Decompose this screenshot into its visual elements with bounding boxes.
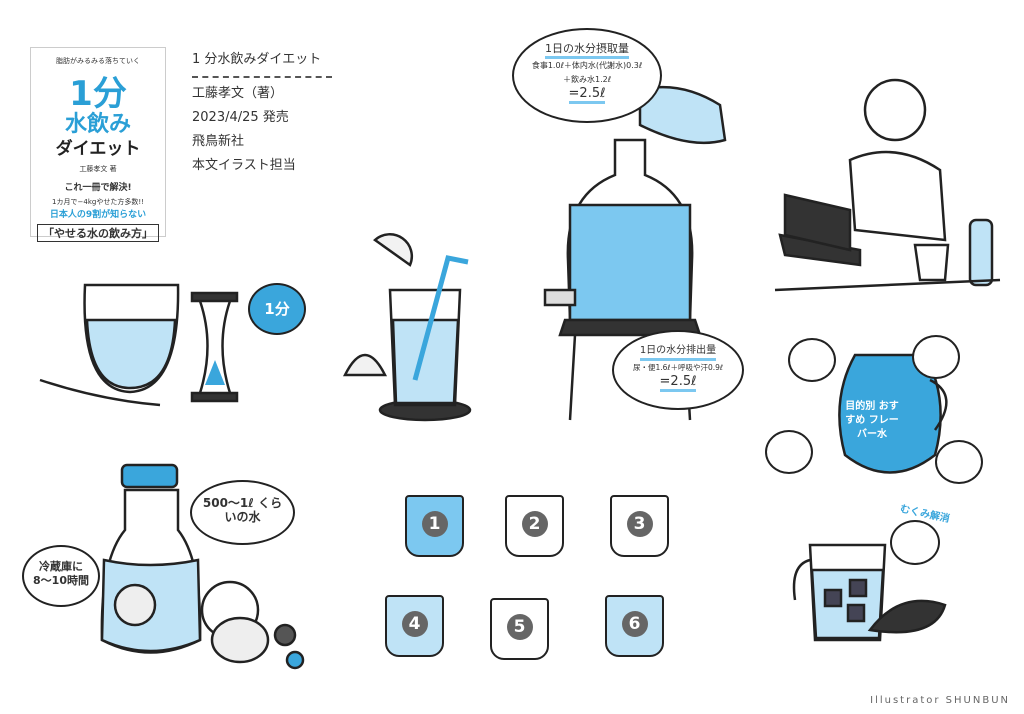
cover-title: 1分	[69, 74, 127, 114]
book-info: 1 分水飲みダイエット 工藤孝文（著） 2023/4/25 発売 飛鳥新社 本文…	[192, 48, 332, 178]
book-cover: 脂肪がみるみる落ちていく 1分 水飲み ダイエット 工藤孝文 著 これ一冊で解決…	[30, 47, 166, 242]
cup-number: 5	[506, 614, 533, 640]
bubble-text: 冷蔵庫に 8〜10時間	[33, 560, 89, 587]
book-title: 1 分水飲みダイエット	[192, 48, 332, 78]
book-author: 工藤孝文（著）	[192, 86, 284, 101]
cup-4: 4	[385, 595, 444, 657]
output-line: 尿・便1.6ℓ＋呼吸や汗0.9ℓ	[632, 363, 724, 372]
cover-catch: 日本人の9割が知らない	[49, 210, 147, 220]
role: 本文イラスト担当	[192, 158, 296, 173]
cup-number: 3	[626, 511, 653, 537]
credit: Illustrator SHUNBUN	[870, 695, 1010, 706]
bubble-amount: 500〜1ℓ くらいの水	[190, 480, 295, 545]
cover-tagline: 脂肪がみるみる落ちていく	[56, 57, 140, 65]
cover-title: ダイエット	[55, 139, 141, 159]
cup-number: 4	[401, 611, 428, 637]
bubble-mukumi	[890, 520, 940, 565]
bubble-output: 1日の水分排出量 尿・便1.6ℓ＋呼吸や汗0.9ℓ =2.5ℓ	[612, 330, 744, 410]
cover-author: 工藤孝文 著	[79, 165, 117, 173]
cup-1: 1	[405, 495, 464, 557]
flavor-label: 目的別 おすすめ フレーバー水	[845, 401, 899, 440]
intake-line: ＋飲み水1.2ℓ	[562, 75, 612, 84]
bubble-text: 500〜1ℓ くらいの水	[202, 496, 283, 524]
bubble-intake: 1日の水分摂取量 食事1.0ℓ＋体内水(代謝水)0.3ℓ ＋飲み水1.2ℓ =2…	[512, 28, 662, 123]
output-title: 1日の水分排出量	[639, 344, 717, 361]
cover-title: 水飲み	[64, 112, 131, 137]
cover-catch: 「やせる水の飲み方」	[37, 224, 159, 242]
bubble-fridge: 冷蔵庫に 8〜10時間	[22, 545, 100, 607]
bubble-text: 1分	[264, 300, 290, 318]
intake-line: 食事1.0ℓ＋体内水(代謝水)0.3ℓ	[531, 61, 643, 70]
release-date: 2023/4/25 発売	[192, 110, 289, 125]
bubble-hand	[765, 430, 813, 474]
cup-number: 1	[421, 511, 448, 537]
cover-catch: これ一冊で解決!	[64, 183, 132, 193]
bubble-fire	[788, 338, 836, 382]
cup-number: 6	[621, 611, 648, 637]
bubble-stomach	[935, 440, 983, 484]
cup-number: 2	[521, 511, 548, 537]
intake-total: =2.5ℓ	[568, 87, 606, 104]
cup-5: 5	[490, 598, 549, 660]
output-total: =2.5ℓ	[659, 375, 697, 392]
cover-catch: 1カ月で−4kgやせた方多数!!	[52, 198, 144, 206]
bubble-heel	[912, 335, 960, 379]
intake-title: 1日の水分摂取量	[545, 42, 629, 59]
cup-6: 6	[605, 595, 664, 657]
publisher: 飛鳥新社	[192, 134, 245, 149]
cup-3: 3	[610, 495, 669, 557]
cup-2: 2	[505, 495, 564, 557]
bubble-one-minute: 1分	[248, 283, 306, 335]
